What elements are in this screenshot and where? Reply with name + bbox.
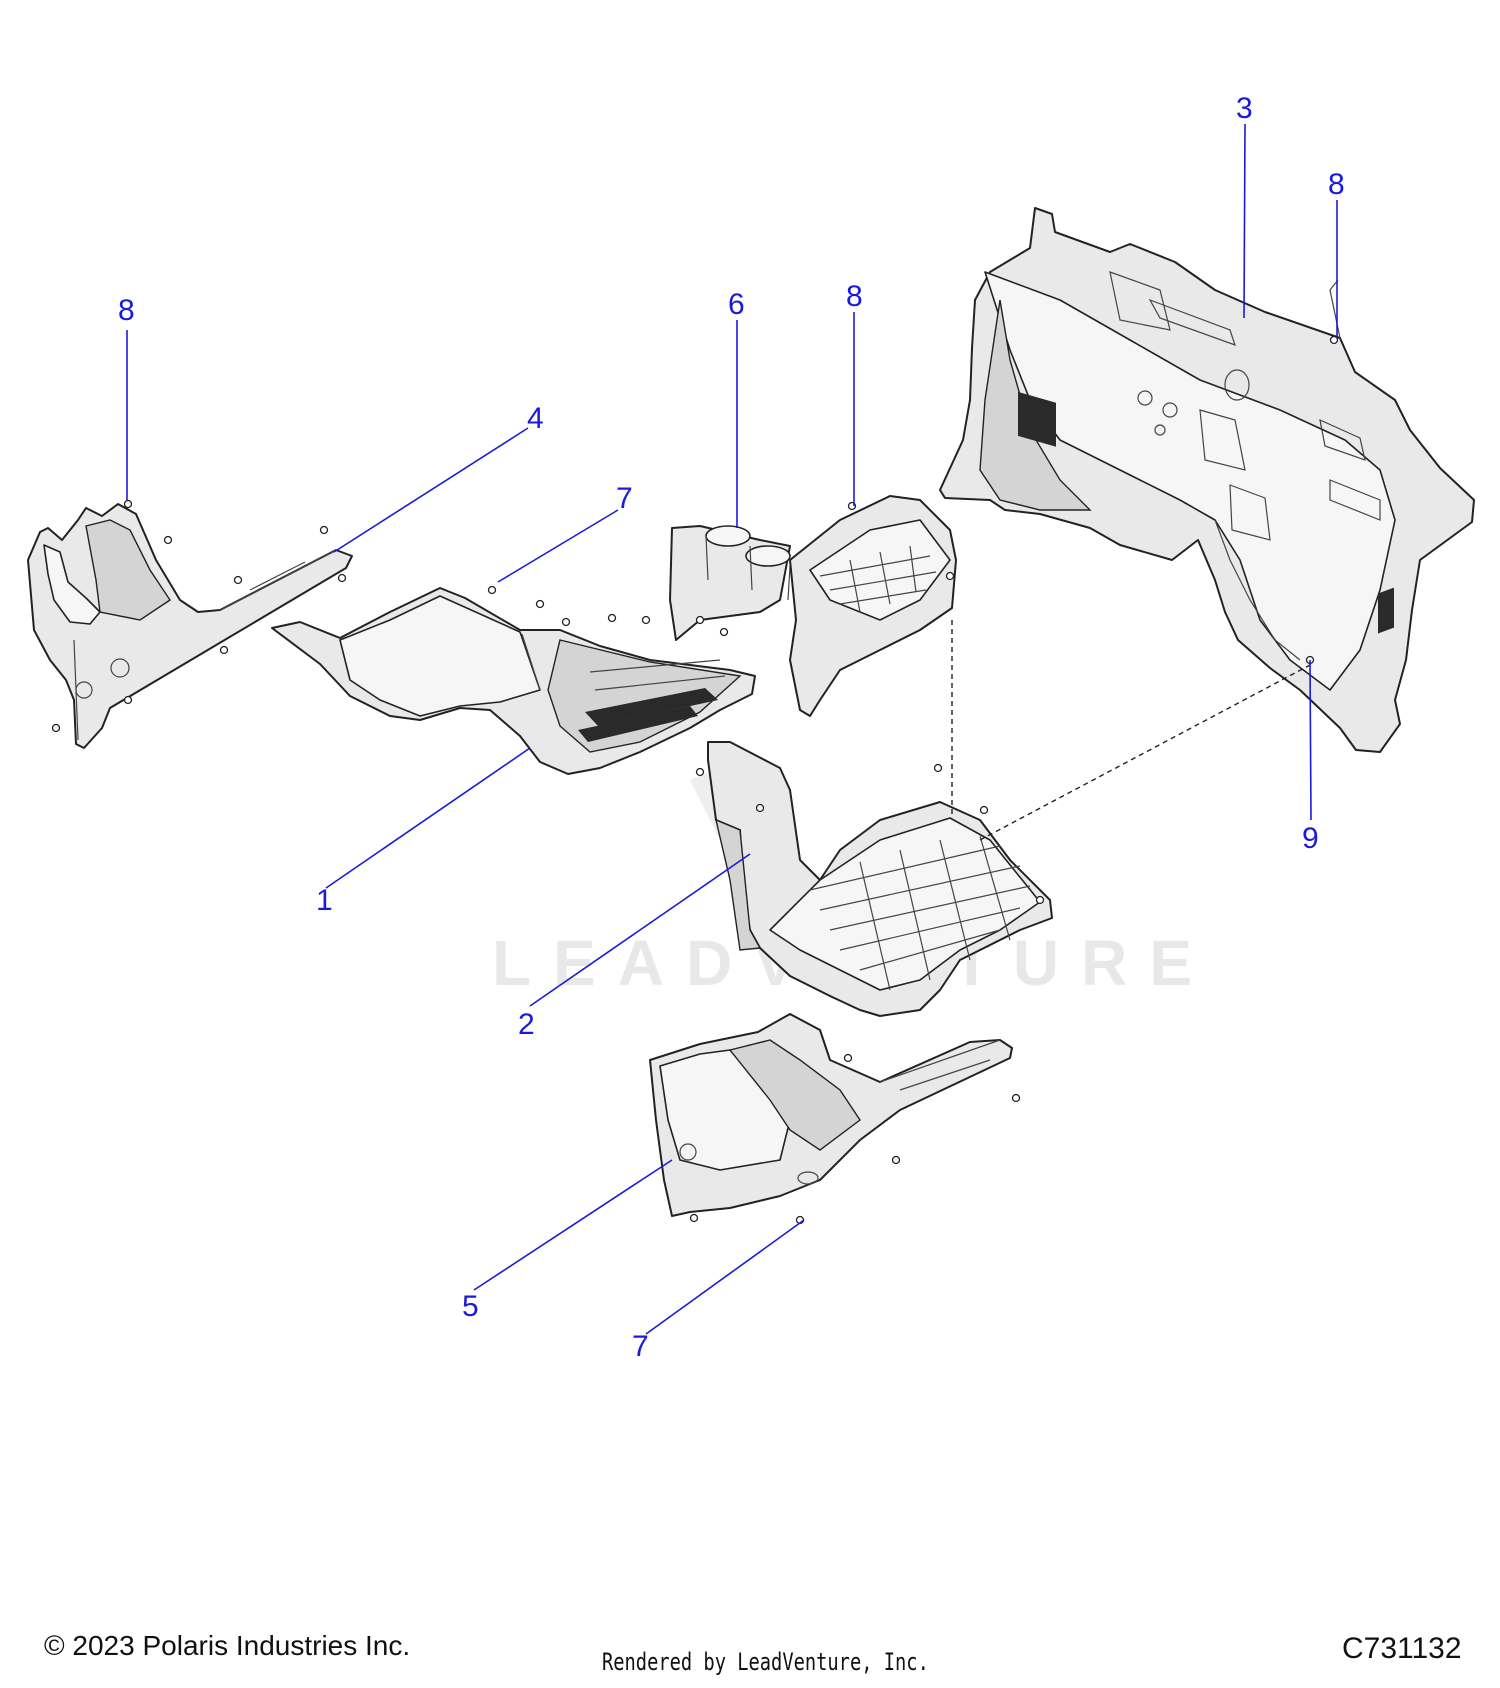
copyright-notice: © 2023 Polaris Industries Inc. (44, 1630, 411, 1661)
alignment-lines (951, 620, 1311, 841)
part-center-console (669, 525, 791, 641)
callout-8-left: 8 (118, 294, 135, 327)
callout-8-right: 8 (1328, 168, 1345, 201)
callout-3: 3 (1236, 92, 1253, 125)
callout-labels: 8 4 7 6 8 3 8 1 9 2 5 7 (118, 92, 1345, 1363)
callout-9: 9 (1302, 822, 1319, 855)
leader-lines (126, 123, 1338, 1335)
rendered-by-credit: Rendered by LeadVenture, Inc. (602, 1648, 929, 1676)
callout-7-lower: 7 (632, 1330, 649, 1363)
part-right-side-panel (649, 1013, 1013, 1217)
part-center-floor-cover (789, 495, 957, 717)
callout-2: 2 (518, 1008, 535, 1041)
part-left-side-panel (27, 503, 353, 749)
callout-6: 6 (728, 288, 745, 321)
diagram-code: C731132 (1342, 1632, 1462, 1665)
part-left-floor-pan (271, 587, 756, 775)
callout-8-center: 8 (846, 280, 863, 313)
callout-5: 5 (462, 1290, 479, 1323)
callout-4: 4 (527, 402, 544, 435)
callout-7-upper: 7 (616, 482, 633, 515)
part-rear-panel (939, 207, 1475, 753)
callout-1: 1 (316, 884, 333, 917)
fasteners (51, 335, 1339, 1225)
part-main-floor-pan (707, 741, 1053, 1017)
